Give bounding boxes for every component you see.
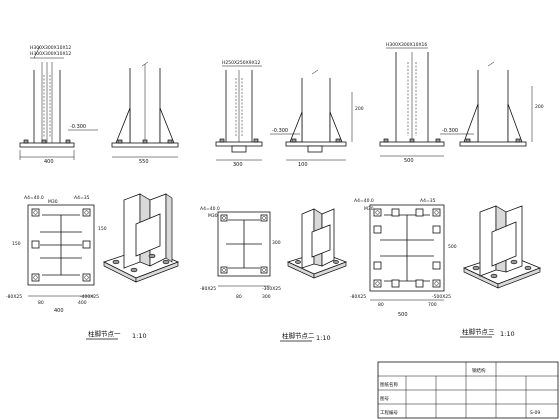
tb-sheet-no: S-09: [530, 410, 540, 416]
svg-text:300: 300: [233, 162, 243, 168]
plan-view-3: A4=40.0 M30 A4=35 -80X25 -500X25 80 700 …: [350, 198, 457, 318]
svg-text:100: 100: [298, 162, 308, 168]
elevation-4: -0.300 100 200: [270, 69, 364, 168]
plan2-plate: -300X25: [262, 286, 281, 292]
isometric-3: [462, 205, 542, 289]
svg-text:H300X300X10X12: H300X300X10X12: [30, 51, 71, 57]
detail-title-2: 柱脚节点二: [282, 331, 315, 340]
elev-label-2: -0.300: [272, 128, 288, 134]
svg-text:150: 150: [12, 241, 21, 247]
svg-text:500: 500: [404, 158, 414, 164]
svg-text:400: 400: [54, 308, 64, 314]
detail-scale-3: 1:10: [500, 330, 515, 338]
svg-text:80: 80: [236, 294, 242, 300]
elevation-1: H300X300X10X12 H300X300X10X12 400: [19, 45, 75, 165]
plan-view-2: A4=40.0 M30 300 -80X25 -300X25 80 300: [200, 206, 281, 300]
isometric-1: [102, 193, 180, 283]
elevation-2: 550: [111, 61, 179, 165]
svg-text:A4=40.0: A4=40.0: [24, 195, 44, 201]
tb-row-2: 图号: [380, 396, 389, 402]
svg-text:550: 550: [139, 159, 149, 165]
svg-text:80: 80: [38, 300, 44, 306]
elevation-6: -0.300 200: [440, 61, 544, 147]
svg-text:400: 400: [44, 159, 54, 165]
tb-project: 钢结构: [472, 367, 486, 374]
elev-label-3: -0.300: [442, 128, 458, 134]
section-label-1: H300X300X10X12: [30, 45, 71, 51]
tb-row-3: 工程编号: [380, 409, 398, 416]
detail-scale-2: 1:10: [316, 334, 331, 342]
detail-title-3: 柱脚节点三: [462, 327, 495, 336]
svg-text:300: 300: [272, 240, 281, 246]
svg-text:A4=35: A4=35: [420, 198, 436, 204]
elev-label-1: -0.300: [70, 124, 86, 130]
plan1-bolt: M30: [48, 199, 58, 205]
svg-text:200: 200: [355, 106, 364, 112]
tb-row-1: 图纸名称: [380, 381, 398, 388]
svg-text:A4=35: A4=35: [74, 195, 90, 201]
plan2-plate-small: -80X25: [200, 286, 216, 292]
section-label-3: H300X300X10X16: [386, 42, 427, 48]
elevation-3: H250X250X9X12 300: [215, 60, 263, 168]
plan-view-1: A4=40.0 M30 A4=35 150 150 -80X25 -400X25…: [6, 195, 107, 314]
svg-text:500: 500: [398, 312, 408, 318]
svg-text:A4=40.0: A4=40.0: [354, 198, 374, 204]
detail-title-1: 柱脚节点一: [88, 329, 121, 338]
plan1-plate-small: -80X25: [6, 294, 22, 300]
section-label-2: H250X250X9X12: [222, 60, 261, 66]
svg-text:80: 80: [378, 302, 384, 308]
title-block: 图纸名称 图号 工程编号 钢结构 S-09: [377, 361, 559, 419]
elevation-5: H300X300X10X16 500: [379, 42, 445, 164]
svg-text:300: 300: [262, 294, 271, 300]
svg-text:150: 150: [98, 226, 107, 232]
plan2-bolt: M30: [208, 213, 218, 219]
svg-text:A4=40.0: A4=40.0: [200, 206, 220, 212]
svg-text:200: 200: [535, 104, 544, 110]
detail-scale-1: 1:10: [132, 332, 147, 340]
isometric-2: [286, 208, 348, 279]
plan1-plate: -400X25: [80, 294, 99, 300]
plan3-plate: -500X25: [432, 294, 451, 300]
svg-text:500: 500: [448, 244, 457, 250]
plan3-plate-small: -80X25: [350, 294, 366, 300]
plan3-bolt: M30: [364, 206, 374, 212]
svg-text:700: 700: [428, 302, 437, 308]
svg-text:400: 400: [78, 300, 87, 306]
